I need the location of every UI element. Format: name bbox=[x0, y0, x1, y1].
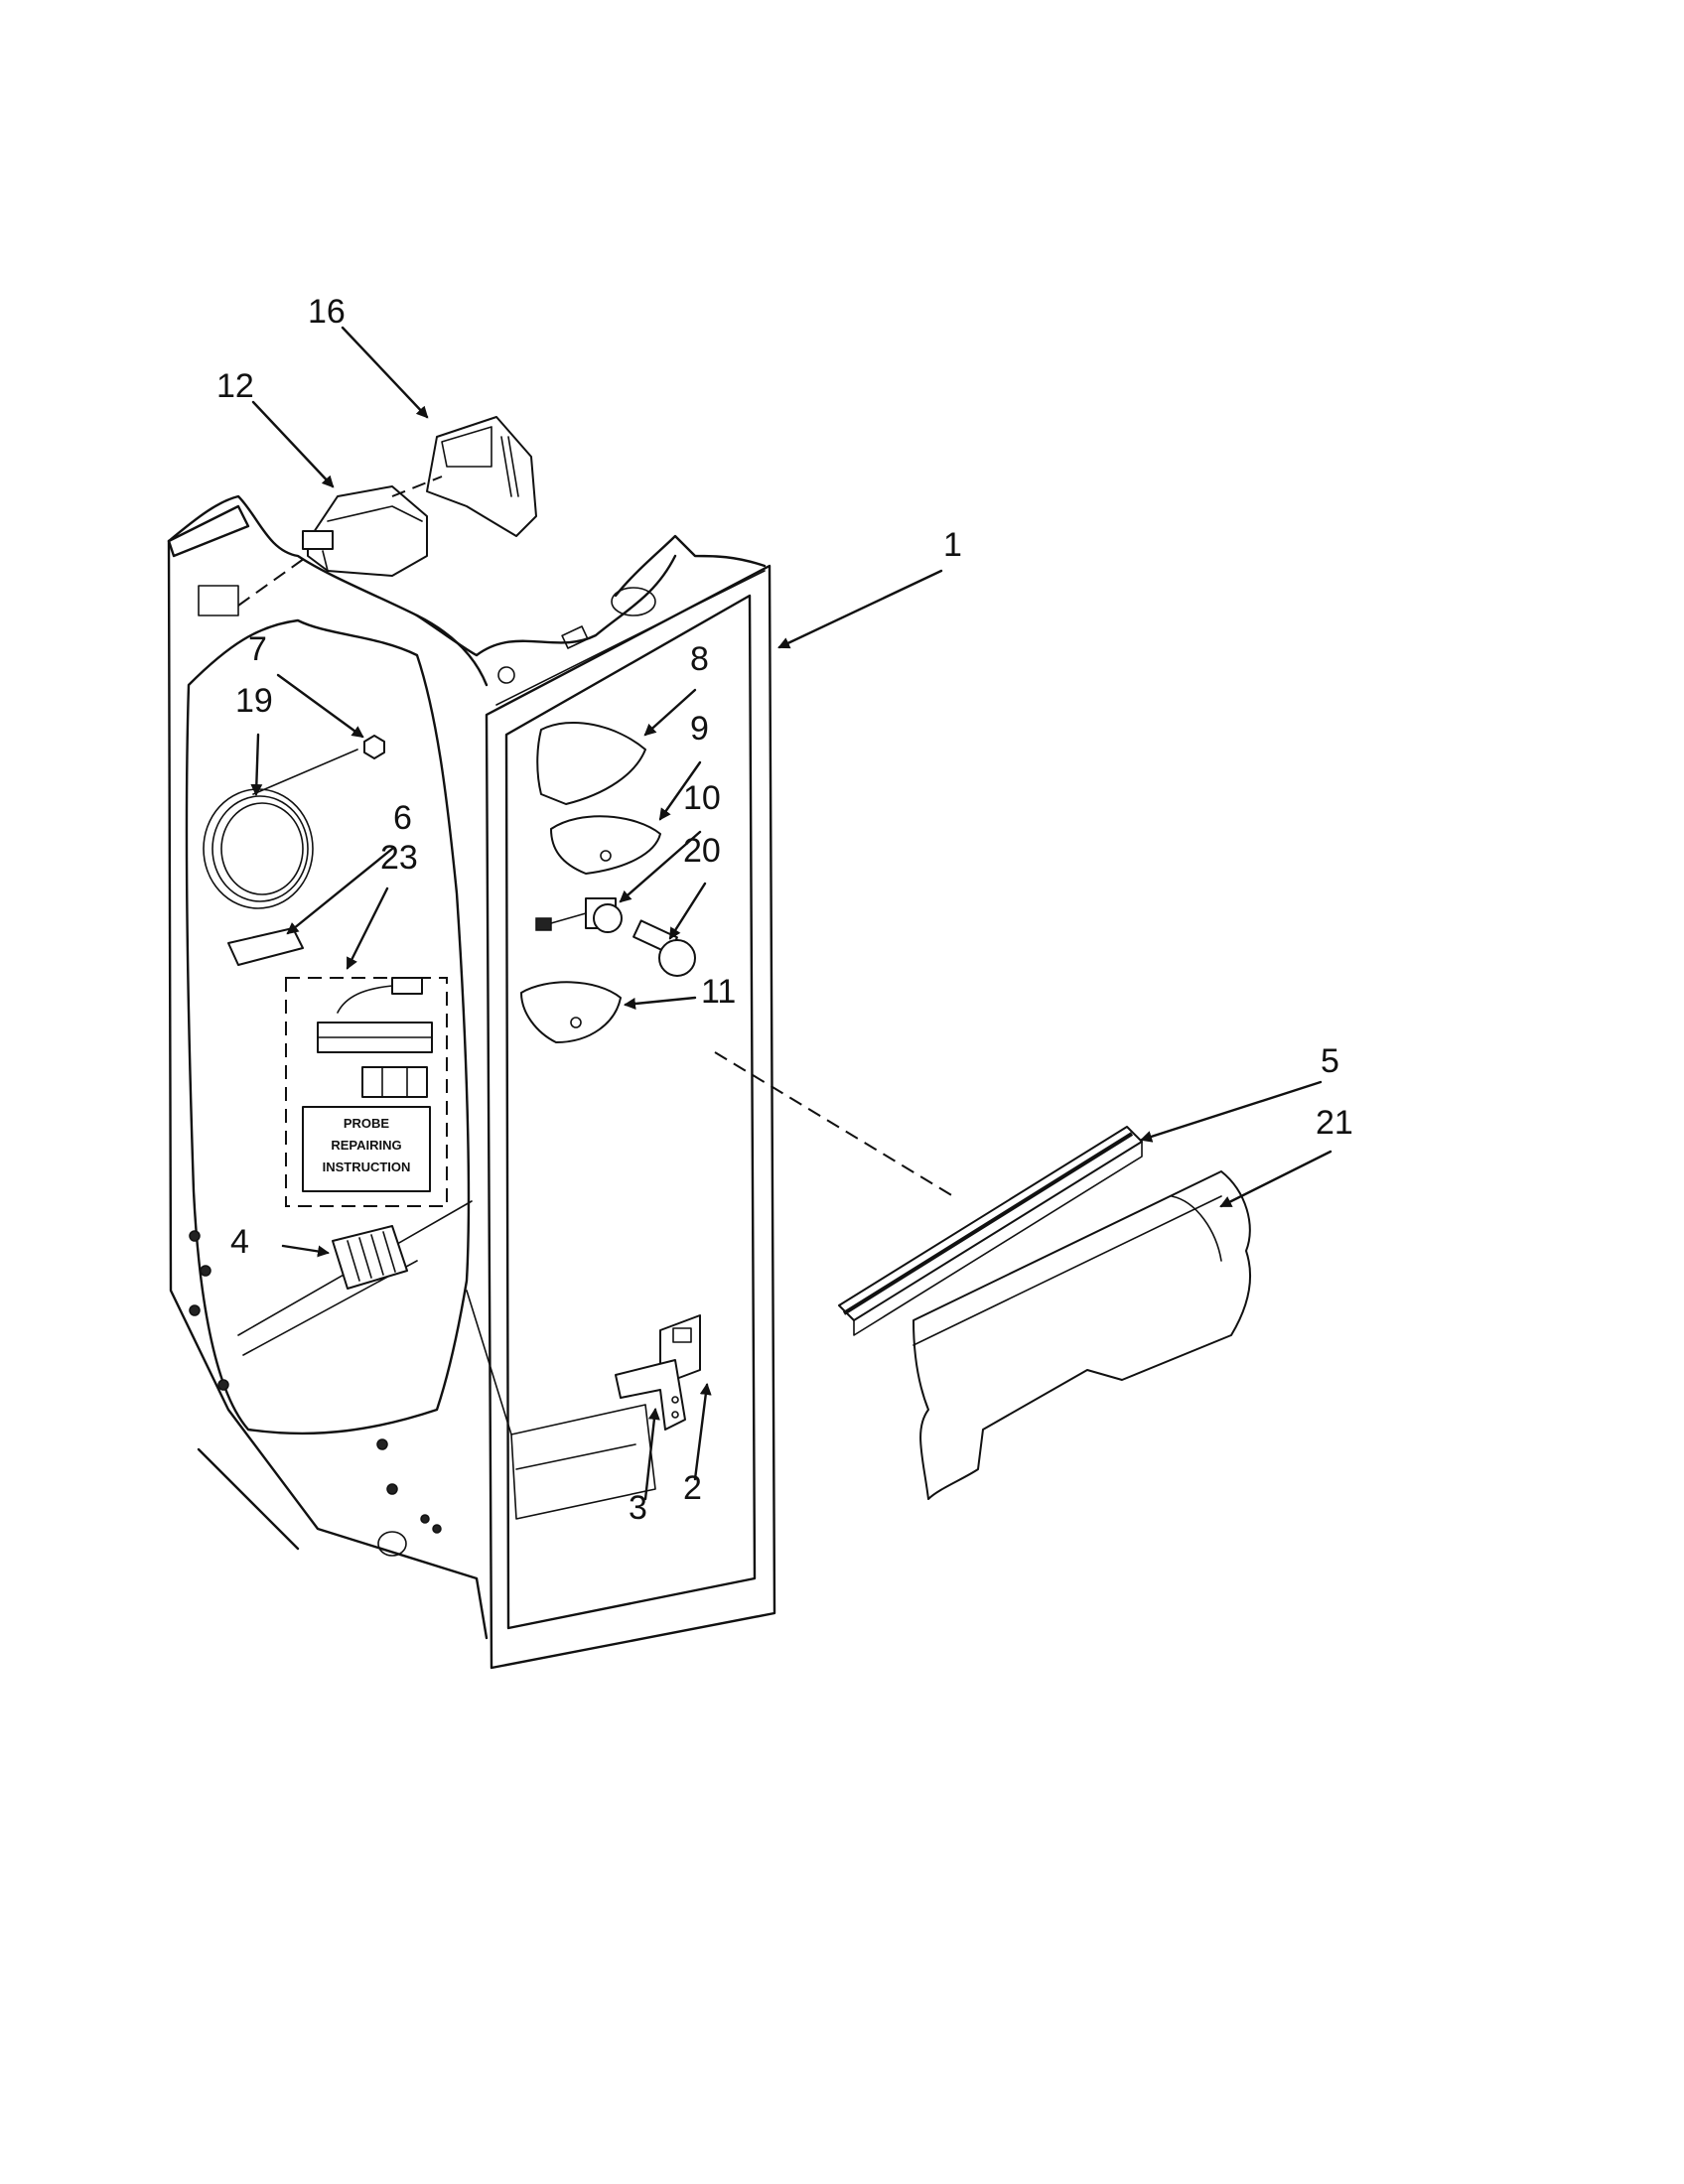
lamp-socket bbox=[535, 897, 623, 933]
foam-tape bbox=[227, 927, 304, 966]
callout-12: 12 bbox=[216, 367, 254, 405]
callout-9: 9 bbox=[690, 710, 709, 748]
callout-23: 23 bbox=[380, 839, 418, 877]
callout-8: 8 bbox=[690, 640, 709, 678]
callout-7: 7 bbox=[248, 630, 267, 668]
light-bulb bbox=[632, 919, 696, 977]
callout-6: 6 bbox=[393, 799, 412, 837]
lamp-shield-upper bbox=[536, 722, 646, 805]
ice-maker-module bbox=[302, 485, 428, 577]
callout-16: 16 bbox=[308, 293, 346, 331]
callout-4: 4 bbox=[230, 1223, 249, 1261]
thermistor-coil bbox=[203, 749, 358, 909]
probe-label-line-2: REPAIRING bbox=[331, 1138, 401, 1153]
cabinet-liner bbox=[167, 494, 776, 1670]
callout-20: 20 bbox=[683, 832, 721, 870]
insulation-panel bbox=[912, 1170, 1252, 1500]
callout-5: 5 bbox=[1321, 1042, 1339, 1080]
callout-1: 1 bbox=[943, 526, 962, 564]
callout-2: 2 bbox=[683, 1469, 702, 1507]
leader-lines bbox=[250, 326, 1333, 1501]
air-grille bbox=[332, 1225, 408, 1290]
callout-10: 10 bbox=[683, 779, 721, 817]
callout-19: 19 bbox=[235, 682, 273, 720]
assembly-line-12-cabinet bbox=[237, 555, 309, 607]
lamp-shield-lower bbox=[520, 981, 622, 1043]
probe-label-line-3: INSTRUCTION bbox=[323, 1160, 411, 1174]
callout-labels: 1 2 3 4 5 6 7 8 9 10 11 12 16 19 20 21 2… bbox=[216, 293, 1353, 1527]
fill-tube-bracket bbox=[426, 416, 537, 537]
callout-21: 21 bbox=[1316, 1104, 1353, 1142]
assembly-line-5-21 bbox=[714, 1051, 954, 1197]
callout-11: 11 bbox=[701, 973, 736, 1011]
shelf-bracket-3 bbox=[615, 1359, 686, 1431]
nut bbox=[363, 735, 385, 759]
probe-label-line-1: PROBE bbox=[344, 1116, 390, 1131]
probe-repair-kit: PROBE REPAIRING INSTRUCTION bbox=[285, 977, 448, 1207]
callout-3: 3 bbox=[629, 1489, 647, 1527]
lamp-housing bbox=[550, 815, 661, 875]
assembly-line-12-16 bbox=[391, 476, 443, 497]
